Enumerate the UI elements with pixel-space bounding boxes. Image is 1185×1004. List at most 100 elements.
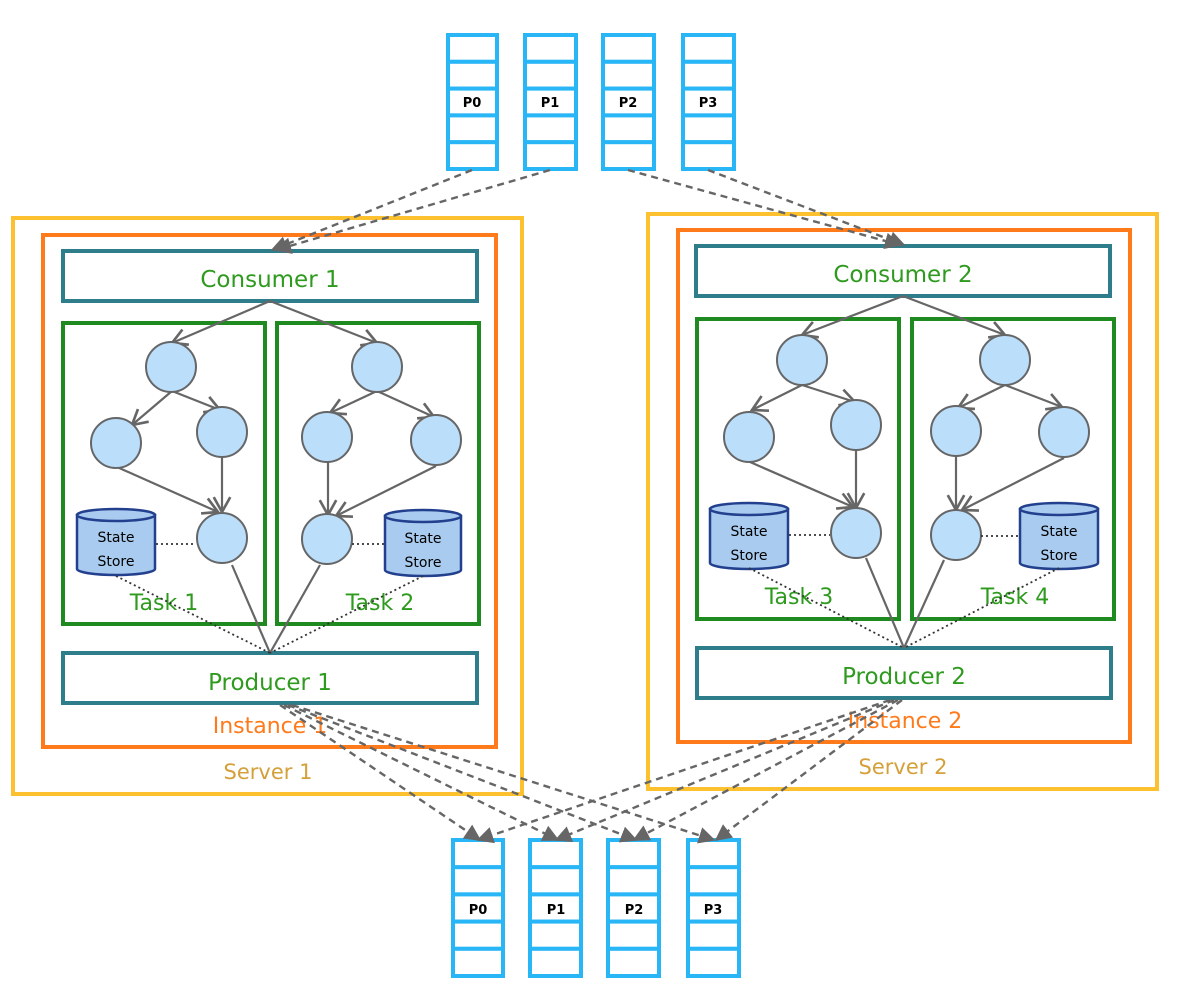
partition-cell <box>528 946 583 978</box>
edge <box>749 384 803 413</box>
input-flows <box>270 168 906 254</box>
partition-cell <box>451 838 505 870</box>
task-2-box <box>275 321 481 626</box>
producer-1-label: Producer 1 <box>208 670 332 696</box>
flow-producer2-p1 <box>554 698 895 842</box>
state-store-label: Store <box>730 548 767 564</box>
input-partition-label: P1 <box>541 96 560 111</box>
state-store-body <box>75 513 157 577</box>
processor-node <box>830 399 882 451</box>
processor-node <box>196 512 248 564</box>
partition-cell <box>686 838 741 870</box>
processor-node <box>776 334 828 386</box>
flow-producer2-p3 <box>714 699 903 842</box>
partition-cell <box>681 113 736 145</box>
instance-2-box <box>676 228 1132 744</box>
partition-cell <box>686 919 741 951</box>
partition-cell <box>451 919 505 951</box>
task-1-label: Task 1 <box>129 591 198 616</box>
server-1-box <box>11 216 524 796</box>
edge-consumer2-task3 <box>799 294 904 339</box>
partition-cell <box>528 865 583 897</box>
partition-cell <box>451 865 505 897</box>
processor-node <box>301 411 353 463</box>
server-2-label: Server 2 <box>859 755 948 779</box>
processor-node <box>830 507 882 559</box>
partition-cell <box>601 33 656 64</box>
processor-node <box>351 341 403 393</box>
processor-node <box>1038 406 1090 458</box>
edge-consumer2-task4 <box>902 294 1008 339</box>
partition-cell <box>681 59 736 91</box>
partition-cell <box>601 59 656 91</box>
partition-cell <box>606 838 661 870</box>
input-partition-p0 <box>446 33 499 171</box>
output-partition-p0 <box>451 838 505 978</box>
partition-cell <box>606 946 661 978</box>
task-2-label: Task 2 <box>345 591 414 616</box>
state-store-label: State <box>97 530 134 546</box>
output-partition-p1 <box>528 838 583 978</box>
server-2-box <box>646 212 1159 791</box>
instance-2-label: Instance 2 <box>848 709 963 734</box>
input-partition-label: P3 <box>699 96 718 111</box>
state-store-top <box>708 501 790 517</box>
output-partition-label: P1 <box>547 903 566 918</box>
partition-cell <box>606 919 661 951</box>
state-store-top <box>383 508 463 524</box>
partition-cell <box>451 892 505 924</box>
output-partition-label: P0 <box>469 903 488 918</box>
input-topic: P0 P1 P2 P3 <box>446 33 736 171</box>
flow-p2-consumer2 <box>627 168 902 250</box>
edge-task1-producer1 <box>230 564 272 654</box>
processor-node <box>410 414 462 466</box>
state-store-top <box>75 507 157 523</box>
task-3-box <box>695 317 901 621</box>
partition-cell <box>606 892 661 924</box>
partition-cell <box>446 33 499 64</box>
edge <box>749 460 856 510</box>
partition-cell <box>451 946 505 978</box>
input-partition-label: P0 <box>463 96 482 111</box>
partition-cell <box>446 59 499 91</box>
state-store-task4 <box>1018 501 1100 571</box>
edge-consumer1-task2 <box>269 299 380 347</box>
state-store-body <box>708 507 790 571</box>
processor-node <box>90 417 142 469</box>
processor-node <box>979 334 1031 386</box>
instance-1-box <box>41 233 498 749</box>
edge <box>171 389 223 414</box>
processor-nodes <box>90 334 1090 565</box>
store-changelog-link <box>748 567 905 649</box>
server-2: Consumer 2 Task 3 Task 4 Producer 2 Inst… <box>646 212 1159 791</box>
state-store-label: Store <box>97 554 134 570</box>
task-1-box <box>61 321 267 626</box>
flow-p1-consumer1 <box>274 168 551 254</box>
processor-node <box>145 341 197 393</box>
state-store-label: Store <box>404 555 441 571</box>
task-3-label: Task 3 <box>764 585 833 610</box>
partition-cell <box>606 865 661 897</box>
producer-2-label: Producer 2 <box>842 664 966 690</box>
edge <box>959 457 1065 512</box>
server-1: Consumer 1 Task 1 Task 2 Producer 1 Inst… <box>11 216 524 796</box>
partition-cell <box>686 865 741 897</box>
store-changelog-link <box>903 567 1060 649</box>
edge <box>116 465 221 515</box>
state-store-top <box>1018 501 1100 517</box>
state-store-label: State <box>730 524 767 540</box>
flow-producer1-p2 <box>287 703 638 843</box>
input-partition-p2 <box>601 33 656 171</box>
state-store-task2 <box>383 508 463 578</box>
partition-cell <box>686 946 741 978</box>
server-1-label: Server 1 <box>224 760 313 784</box>
partition-cell <box>601 140 656 171</box>
partition-cell <box>528 838 583 870</box>
store-changelog-link <box>269 575 424 654</box>
flow-producer2-p0 <box>476 698 891 844</box>
output-partition-label: P2 <box>625 903 644 918</box>
store-changelog-link <box>115 575 271 654</box>
state-store-label: State <box>1040 524 1077 540</box>
state-store-task1 <box>75 507 157 577</box>
